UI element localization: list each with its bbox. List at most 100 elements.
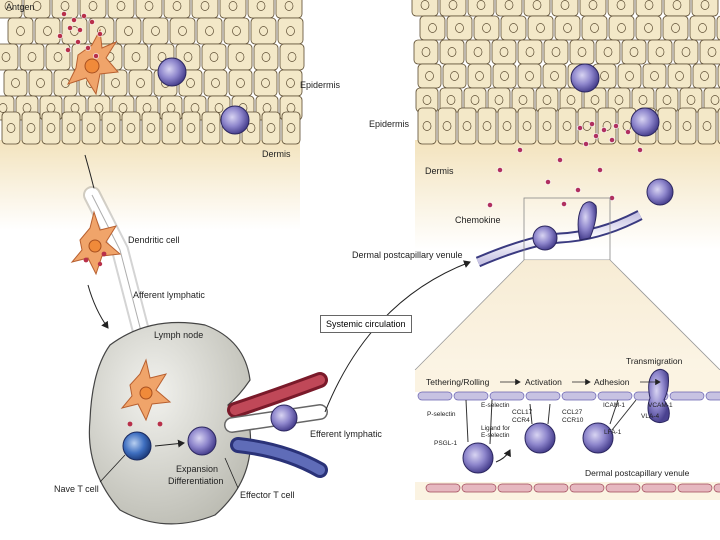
cell-nucleus (590, 23, 599, 33)
epidermal-cell (635, 0, 663, 17)
adhesion-label: Adhesion (594, 377, 630, 387)
endothelial-cell-bottom (713, 483, 720, 493)
epidermal-cell (467, 0, 495, 17)
e-selectin-ligand-label: E-selectin (481, 432, 510, 439)
epidermal-cell (492, 63, 517, 89)
epidermal-cell (673, 39, 699, 65)
antigen-dot (85, 45, 91, 51)
epidermal-cell (128, 69, 153, 97)
epidermal-cell (278, 69, 303, 97)
cell-nucleus (106, 123, 116, 133)
epidermal-cell (253, 69, 278, 97)
epidermal-cell (569, 39, 595, 65)
cell-nucleus (166, 123, 176, 133)
cell-nucleus (603, 47, 613, 57)
cell-nucleus (428, 23, 437, 33)
p-selectin-label: P-selectin (427, 411, 456, 418)
right-epidermis-cells (411, 0, 720, 145)
epidermal-cell (621, 39, 647, 65)
cell-nucleus (671, 23, 680, 33)
endothelial-cell-top (453, 391, 489, 401)
cell-nucleus (616, 0, 626, 10)
cell-nucleus (131, 52, 141, 62)
endothelial-cells (417, 391, 720, 493)
antigen-dot (93, 53, 99, 59)
dermal-t-cell (646, 178, 674, 206)
epidermal-dendritic-cell (67, 28, 119, 96)
cell-nucleus (43, 26, 52, 36)
cell-nucleus (550, 71, 559, 81)
epidermal-cell (7, 17, 34, 45)
epidermal-cell (61, 111, 81, 145)
epidermal-cell (657, 107, 677, 145)
epidermal-cell (446, 15, 473, 41)
epidermal-cell (677, 107, 697, 145)
chemokine-dot (601, 127, 607, 133)
cell-nucleus (0, 103, 8, 113)
chemokine-dot (637, 147, 643, 153)
epidermal-cell (34, 17, 61, 45)
epidermal-cell (279, 43, 305, 71)
cell-nucleus (502, 121, 512, 131)
chemokine-dot (589, 121, 595, 127)
cell-nucleus (200, 1, 210, 11)
cell-nucleus (473, 47, 483, 57)
epidermal-cell (0, 43, 19, 71)
cell-nucleus (146, 123, 156, 133)
cell-nucleus (46, 123, 56, 133)
epidermal-cell (477, 107, 497, 145)
afferent-lymphatic (83, 154, 151, 344)
epidermal-cell (557, 107, 577, 145)
chemokine-dot (583, 141, 589, 147)
epidermal-cell (442, 63, 467, 89)
cell-nucleus (36, 78, 45, 88)
dermal-venule-bottom-label: Dermal postcapillary venule (585, 468, 690, 478)
cell-nucleus (450, 71, 459, 81)
epidermal-cell (191, 0, 219, 19)
epidermal-cell (551, 0, 579, 17)
cell-nucleus (228, 1, 238, 11)
cell-nucleus (475, 71, 484, 81)
vla4-label: VLA-4 (641, 413, 660, 420)
cell-nucleus (261, 52, 271, 62)
cell-nucleus (53, 52, 63, 62)
cell-nucleus (266, 123, 276, 133)
zoom-funnel (414, 259, 720, 371)
cell-nucleus (206, 123, 216, 133)
chemokine-dot (613, 123, 619, 129)
cell-nucleus (286, 78, 295, 88)
epidermal-cell (201, 111, 221, 145)
differentiation-label: Differentiation (168, 476, 224, 486)
epidermal-cell (439, 39, 465, 65)
cell-nucleus (700, 71, 709, 81)
cell-nucleus (562, 121, 572, 131)
antigen-dot (81, 13, 87, 19)
cell-nucleus (504, 0, 514, 10)
cell-nucleus (118, 103, 128, 113)
antigen-dot (57, 33, 63, 39)
cell-nucleus (116, 1, 126, 11)
cell-nucleus (710, 95, 720, 105)
epidermal-cell (23, 0, 51, 19)
ligand-for-label: Ligand for (481, 425, 510, 432)
epidermal-cell (517, 107, 537, 145)
antigen-label: Antgen (6, 2, 35, 12)
cell-nucleus (518, 95, 528, 105)
chemokine-dot (517, 147, 523, 153)
cell-nucleus (602, 121, 612, 131)
naive-t-cell-label: Nave T cell (54, 484, 99, 494)
epidermal-cell (19, 43, 45, 71)
epidermal-cell (101, 111, 121, 145)
epidermal-cell (277, 17, 304, 45)
cell-nucleus (650, 71, 659, 81)
cell-nucleus (284, 1, 294, 11)
epidermal-cell (542, 63, 567, 89)
epidermal-cell (699, 39, 720, 65)
epidermal-cell (281, 111, 301, 145)
ccl17-label: CCL17 (512, 409, 533, 416)
tethering-label: Tethering/Rolling (426, 377, 490, 387)
epidermal-cell (689, 15, 716, 41)
e-selectin-label: E-selectin (481, 402, 510, 409)
cell-nucleus (286, 123, 296, 133)
